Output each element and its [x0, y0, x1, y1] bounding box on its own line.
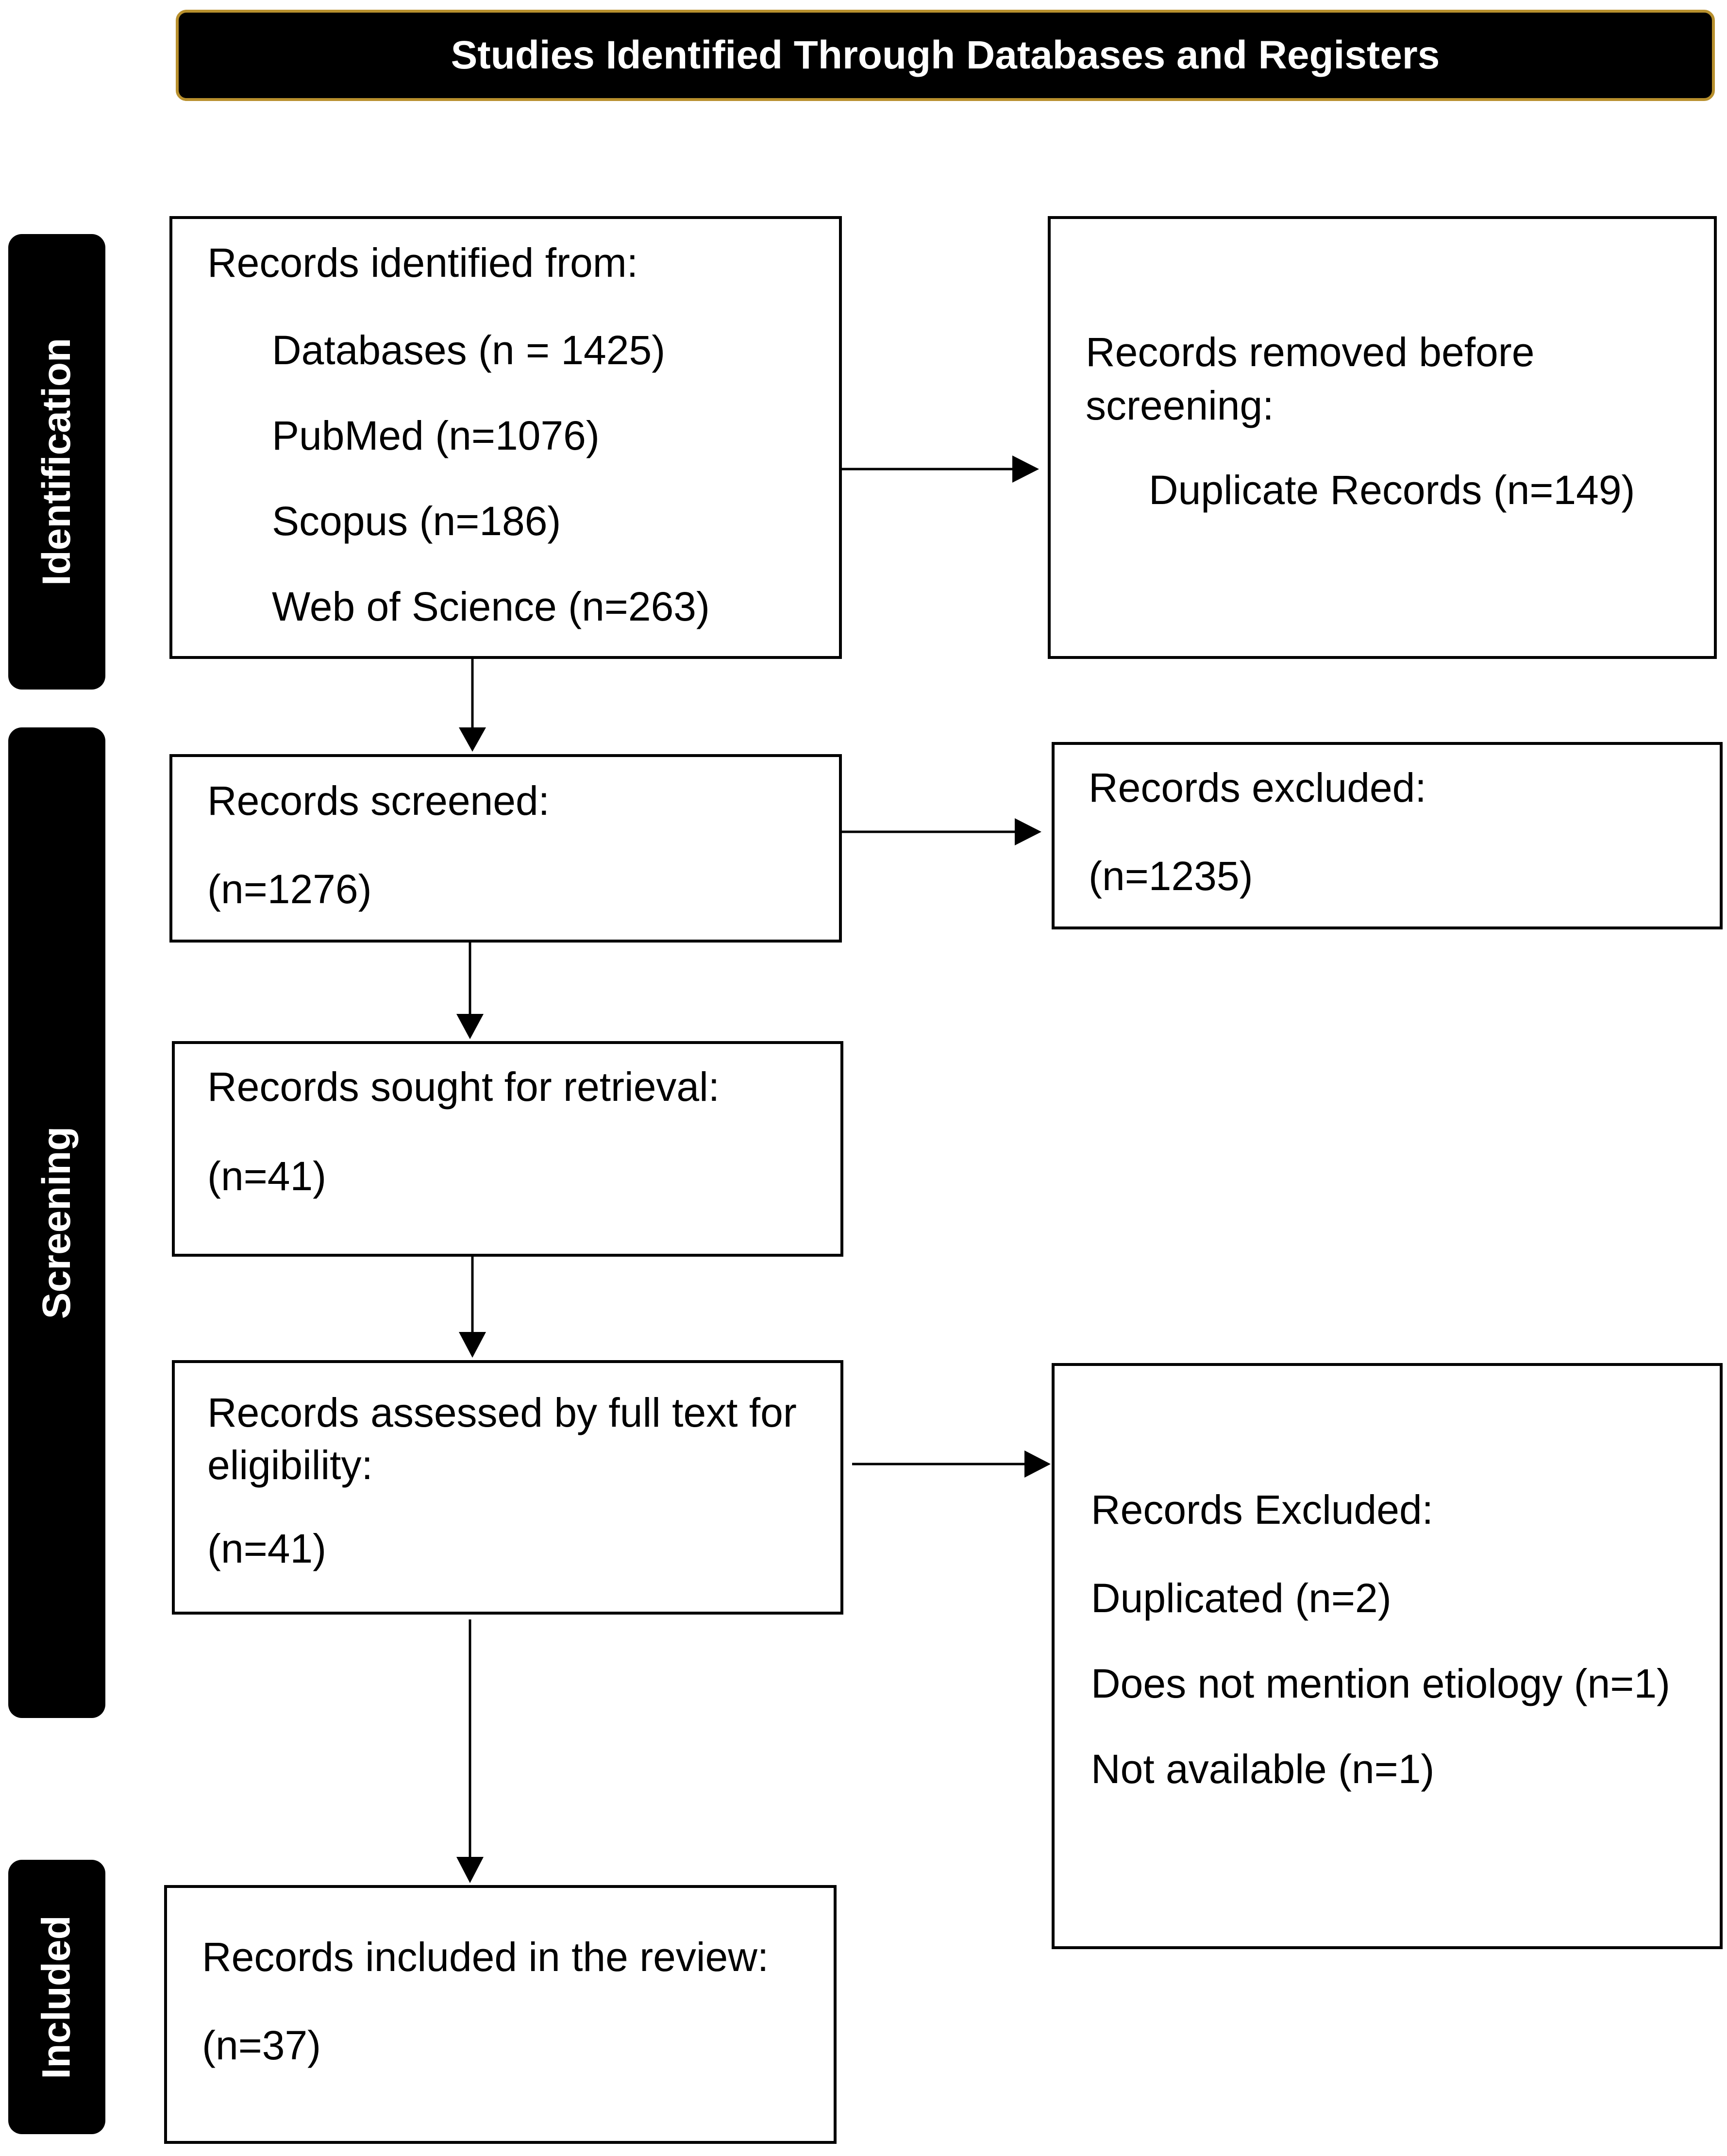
arrowhead [459, 727, 486, 752]
arrowhead [1015, 818, 1041, 845]
screened-box: Records screened: (n=1276) [169, 754, 842, 943]
excluded-screen-title: Records excluded: [1089, 765, 1426, 810]
excluded-screen-count: (n=1235) [1089, 853, 1253, 899]
header-banner: Studies Identified Through Databases and… [176, 10, 1715, 101]
phase-identification: Identification [8, 234, 105, 690]
removed-title-line2: screening: [1086, 383, 1274, 428]
retrieval-box: Records sought for retrieval: (n=41) [172, 1041, 843, 1257]
arrowhead [459, 1332, 486, 1358]
arrowhead [1024, 1450, 1051, 1478]
identified-box: Records identified from: Databases (n = … [169, 216, 842, 659]
arrowhead [456, 1857, 484, 1883]
identified-title: Records identified from: [207, 240, 638, 286]
assessed-count: (n=41) [207, 1526, 327, 1571]
arrowhead [456, 1014, 484, 1039]
phase-included: Included [8, 1860, 105, 2134]
removed-box: Records removed before screening: Duplic… [1048, 216, 1717, 659]
excluded-screen-box: Records excluded: (n=1235) [1052, 742, 1723, 929]
retrieval-title: Records sought for retrieval: [207, 1064, 720, 1110]
assessed-title-line2: eligibility: [207, 1442, 373, 1488]
included-count: (n=37) [202, 2022, 321, 2068]
identified-item: Scopus (n=186) [272, 498, 561, 544]
phase-screening: Screening [8, 727, 105, 1718]
included-box: Records included in the review: (n=37) [164, 1885, 837, 2144]
excluded-full-item: Does not mention etiology (n=1) [1091, 1661, 1671, 1706]
removed-title-line1: Records removed before [1086, 329, 1535, 375]
identified-item: PubMed (n=1076) [272, 413, 600, 458]
assessed-title-line1: Records assessed by full text for [207, 1390, 797, 1435]
header-title: Studies Identified Through Databases and… [451, 33, 1440, 77]
assessed-box: Records assessed by full text for eligib… [172, 1360, 843, 1615]
included-title: Records included in the review: [202, 1934, 769, 1980]
identified-item: Databases (n = 1425) [272, 327, 666, 373]
retrieval-count: (n=41) [207, 1153, 327, 1199]
screened-title: Records screened: [207, 778, 550, 824]
identified-item: Web of Science (n=263) [272, 584, 710, 629]
excluded-full-box: Records Excluded: Duplicated (n=2) Does … [1052, 1363, 1723, 1949]
excluded-full-item: Duplicated (n=2) [1091, 1575, 1392, 1621]
excluded-full-title: Records Excluded: [1091, 1487, 1434, 1533]
screened-count: (n=1276) [207, 866, 372, 912]
excluded-full-item: Not available (n=1) [1091, 1746, 1435, 1792]
removed-item: Duplicate Records (n=149) [1149, 467, 1635, 513]
arrowhead [1012, 455, 1039, 483]
